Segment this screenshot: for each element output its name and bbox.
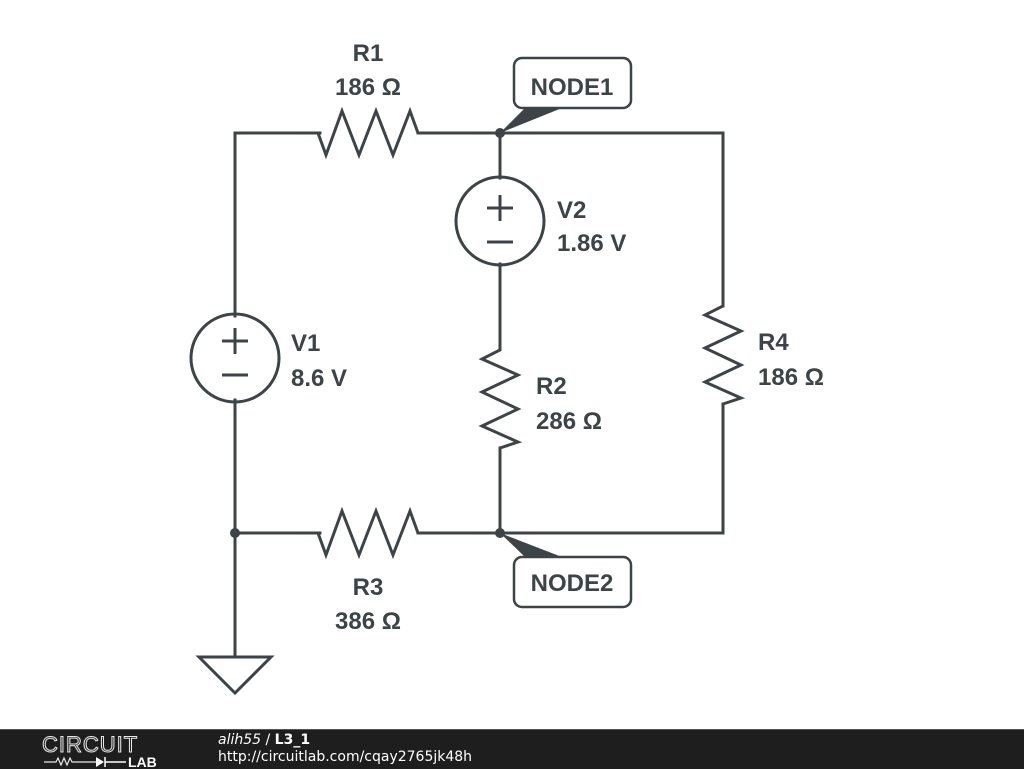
diode-icon: [96, 757, 104, 767]
r3-value: 386 Ω: [335, 608, 401, 635]
wire-node1-to-right[interactable]: [498, 131, 725, 308]
plus-icon: [487, 195, 513, 221]
footer-bar: CIRCUIT LAB alih55 / L3_1 http://circuit…: [0, 729, 1024, 769]
resistor-icon: [44, 756, 96, 767]
logo-lab-text: LAB: [128, 754, 157, 768]
v2-value: 1.86 V: [557, 230, 626, 257]
ground-symbol[interactable]: [195, 655, 275, 696]
project-name[interactable]: L3_1: [274, 732, 311, 748]
r2-name: R2: [536, 373, 567, 400]
r1-value: 186 Ω: [335, 74, 401, 101]
node1-text: NODE1: [531, 74, 614, 101]
node-label-node2[interactable]: NODE2: [500, 533, 633, 609]
footer-info: alih55 / L3_1 http://circuitlab.com/cqay…: [218, 732, 472, 766]
r2-value: 286 Ω: [536, 408, 602, 435]
voltage-source-v1[interactable]: V1 8.6 V: [189, 312, 347, 404]
resistor-r3[interactable]: R3 386 Ω: [316, 506, 420, 635]
wire-node2-to-right[interactable]: [498, 402, 725, 535]
project-url[interactable]: http://circuitlab.com/cqay2765jk48h: [218, 749, 473, 765]
wires: [233, 131, 725, 659]
junction-ground: [230, 528, 240, 538]
node2-text: NODE2: [531, 570, 614, 597]
voltage-source-v2[interactable]: V2 1.86 V: [454, 175, 626, 267]
path-separator: /: [261, 732, 275, 748]
author-name[interactable]: alih55: [218, 732, 262, 748]
r4-value: 186 Ω: [758, 364, 824, 391]
r4-name: R4: [758, 329, 789, 356]
plus-icon: [222, 328, 248, 354]
circuitlab-logo[interactable]: CIRCUIT LAB: [40, 732, 180, 768]
v2-name: V2: [557, 197, 586, 224]
r3-name: R3: [353, 574, 384, 601]
circuit-schematic: R1 186 Ω R3 386 Ω R2 286 Ω R4 186 Ω V1 8…: [189, 40, 824, 696]
resistor-r1[interactable]: R1 186 Ω: [316, 40, 420, 160]
resistor-r4[interactable]: R4 186 Ω: [701, 304, 824, 406]
logo-circuit-text: CIRCUIT: [42, 732, 138, 757]
resistor-r2[interactable]: R2 286 Ω: [478, 348, 602, 450]
v1-value: 8.6 V: [291, 365, 347, 392]
v1-name: V1: [291, 330, 320, 357]
r1-name: R1: [353, 40, 384, 67]
node-label-node1[interactable]: NODE1: [500, 56, 633, 133]
